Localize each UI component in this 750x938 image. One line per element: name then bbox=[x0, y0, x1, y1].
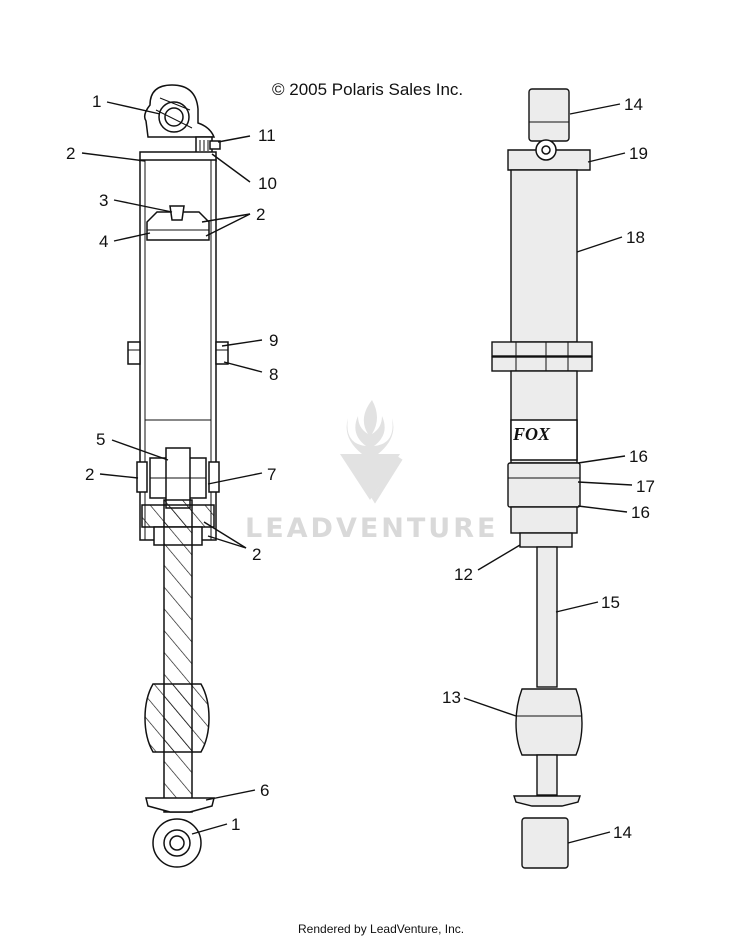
lower-cap-16 bbox=[510, 506, 578, 534]
top-bushing bbox=[528, 88, 570, 142]
footer-credit: Rendered by LeadVenture, Inc. bbox=[298, 922, 464, 936]
callout-2-seal: 2 bbox=[252, 545, 261, 564]
callout-5: 5 bbox=[96, 430, 105, 449]
callout-17: 17 bbox=[636, 477, 655, 496]
shaft bbox=[163, 499, 193, 813]
seal-head-17 bbox=[507, 462, 581, 508]
left-collar-nut bbox=[127, 341, 141, 365]
spring-adjuster-nut-lower bbox=[491, 356, 593, 372]
left-shock-cross-section bbox=[127, 84, 229, 868]
callout-labels: 1 11 2 10 3 2 4 9 8 5 2 7 2 6 1 14 19 18… bbox=[66, 92, 655, 842]
callout-18: 18 bbox=[626, 228, 645, 247]
callout-3: 3 bbox=[99, 191, 108, 210]
callout-8: 8 bbox=[269, 365, 278, 384]
callout-14-top: 14 bbox=[624, 95, 643, 114]
watermark-text: LEADVENTURE bbox=[245, 513, 498, 544]
callout-6: 6 bbox=[260, 781, 269, 800]
callout-16-a: 16 bbox=[629, 447, 648, 466]
bottom-bushing bbox=[521, 817, 569, 869]
callout-19: 19 bbox=[629, 144, 648, 163]
callout-12: 12 bbox=[454, 565, 473, 584]
floating-piston bbox=[146, 211, 210, 241]
bump-stop-13 bbox=[515, 688, 583, 756]
callout-15: 15 bbox=[601, 593, 620, 612]
spring-retainer-right bbox=[513, 795, 581, 807]
callout-14-bottom: 14 bbox=[613, 823, 632, 842]
spring-retainer bbox=[145, 797, 215, 813]
callout-16-b: 16 bbox=[631, 503, 650, 522]
callout-7: 7 bbox=[267, 465, 276, 484]
shock-body-18 bbox=[510, 169, 578, 343]
leadventure-watermark-logo: LEADVENTURE bbox=[245, 400, 498, 544]
callout-1-top: 1 bbox=[92, 92, 101, 111]
wiper-seal-12 bbox=[519, 532, 573, 548]
callout-2-mid: 2 bbox=[85, 465, 94, 484]
leader-lines bbox=[81, 101, 633, 844]
callout-2-cap: 2 bbox=[66, 144, 75, 163]
shaft-15 bbox=[536, 546, 558, 688]
copyright-notice: © 2005 Polaris Sales Inc. bbox=[272, 80, 463, 99]
callout-13: 13 bbox=[442, 688, 461, 707]
right-collar-nut bbox=[215, 341, 229, 365]
bump-stop bbox=[144, 683, 210, 753]
callout-9: 9 bbox=[269, 331, 278, 350]
right-shock-exterior: FOX bbox=[491, 88, 593, 869]
callout-10: 10 bbox=[258, 174, 277, 193]
callout-1-bottom: 1 bbox=[231, 815, 240, 834]
spring-adjuster-nut-upper bbox=[491, 341, 593, 357]
callout-2-piston: 2 bbox=[256, 205, 265, 224]
callout-11: 11 bbox=[258, 126, 276, 145]
svg-text:FOX: FOX bbox=[512, 424, 551, 444]
callout-4: 4 bbox=[99, 232, 108, 251]
